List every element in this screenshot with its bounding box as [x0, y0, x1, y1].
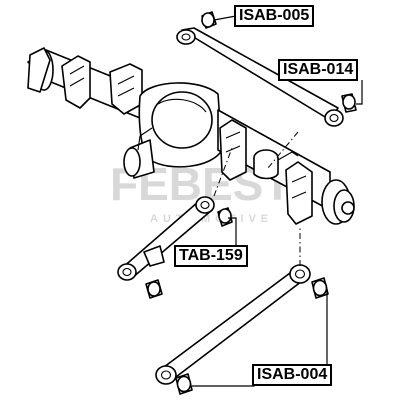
callout-tab-159: TAB-159 — [174, 245, 248, 267]
bushing-tab-159-lower — [145, 279, 163, 299]
callout-isab-005: ISAB-005 — [234, 5, 315, 27]
bushing-tab-159-upper — [217, 207, 233, 227]
rear-axle-housing — [27, 47, 355, 225]
bushing-isab-014 — [341, 93, 357, 113]
upper-control-arm — [176, 27, 344, 127]
bushing-isab-004-upper — [311, 277, 329, 299]
assembly-centerlines — [213, 131, 301, 266]
lower-short-arm — [117, 196, 215, 281]
callout-isab-014: ISAB-014 — [278, 59, 359, 81]
bushing-isab-004-lower — [175, 373, 193, 395]
bushing-isab-005 — [201, 11, 217, 29]
lower-long-arm — [155, 264, 311, 385]
watermark-tagline: AUTOMOTIVE — [150, 213, 273, 225]
callout-isab-004: ISAB-004 — [252, 364, 333, 386]
